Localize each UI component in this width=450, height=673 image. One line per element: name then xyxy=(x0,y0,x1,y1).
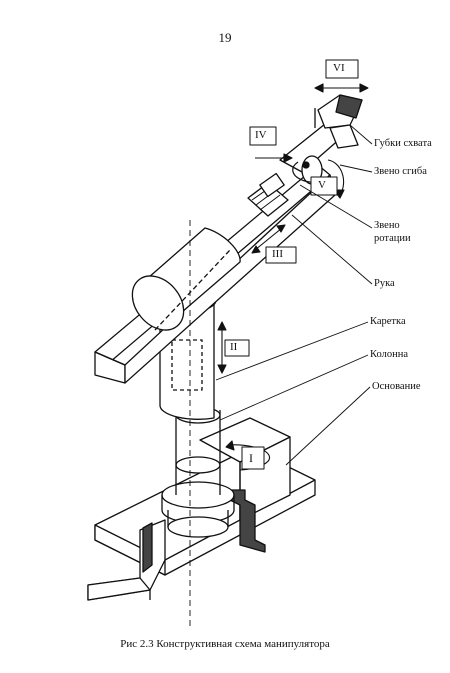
label-gripper-jaws: Губки схвата xyxy=(374,138,432,149)
label-rotation-link-line2: ротации xyxy=(374,233,411,244)
label-arm: Рука xyxy=(374,278,395,289)
base-platform xyxy=(87,417,316,601)
label-bend-link: Звено сгиба xyxy=(374,166,427,177)
arm xyxy=(94,164,336,384)
label-carriage: Каретка xyxy=(370,316,406,327)
motion-label-i: I xyxy=(249,451,253,465)
figure-caption: Рис 2.3 Конструктивная схема манипулятор… xyxy=(120,638,330,650)
label-column: Колонна xyxy=(370,349,408,360)
motion-label-ii: II xyxy=(230,341,238,353)
gripper-body xyxy=(314,94,363,149)
page-number: 19 xyxy=(218,30,232,45)
motion-label-iii: III xyxy=(272,248,283,260)
motion-label-vi: VI xyxy=(333,62,345,74)
motion-label-v: V xyxy=(318,179,326,191)
label-base: Основание xyxy=(372,381,421,392)
leader-lines xyxy=(215,124,373,466)
motion-label-iv: IV xyxy=(255,129,267,141)
label-rotation-link-line1: Звено xyxy=(374,220,400,231)
roman-boxes xyxy=(224,59,359,470)
rotation-link-body xyxy=(247,172,289,217)
